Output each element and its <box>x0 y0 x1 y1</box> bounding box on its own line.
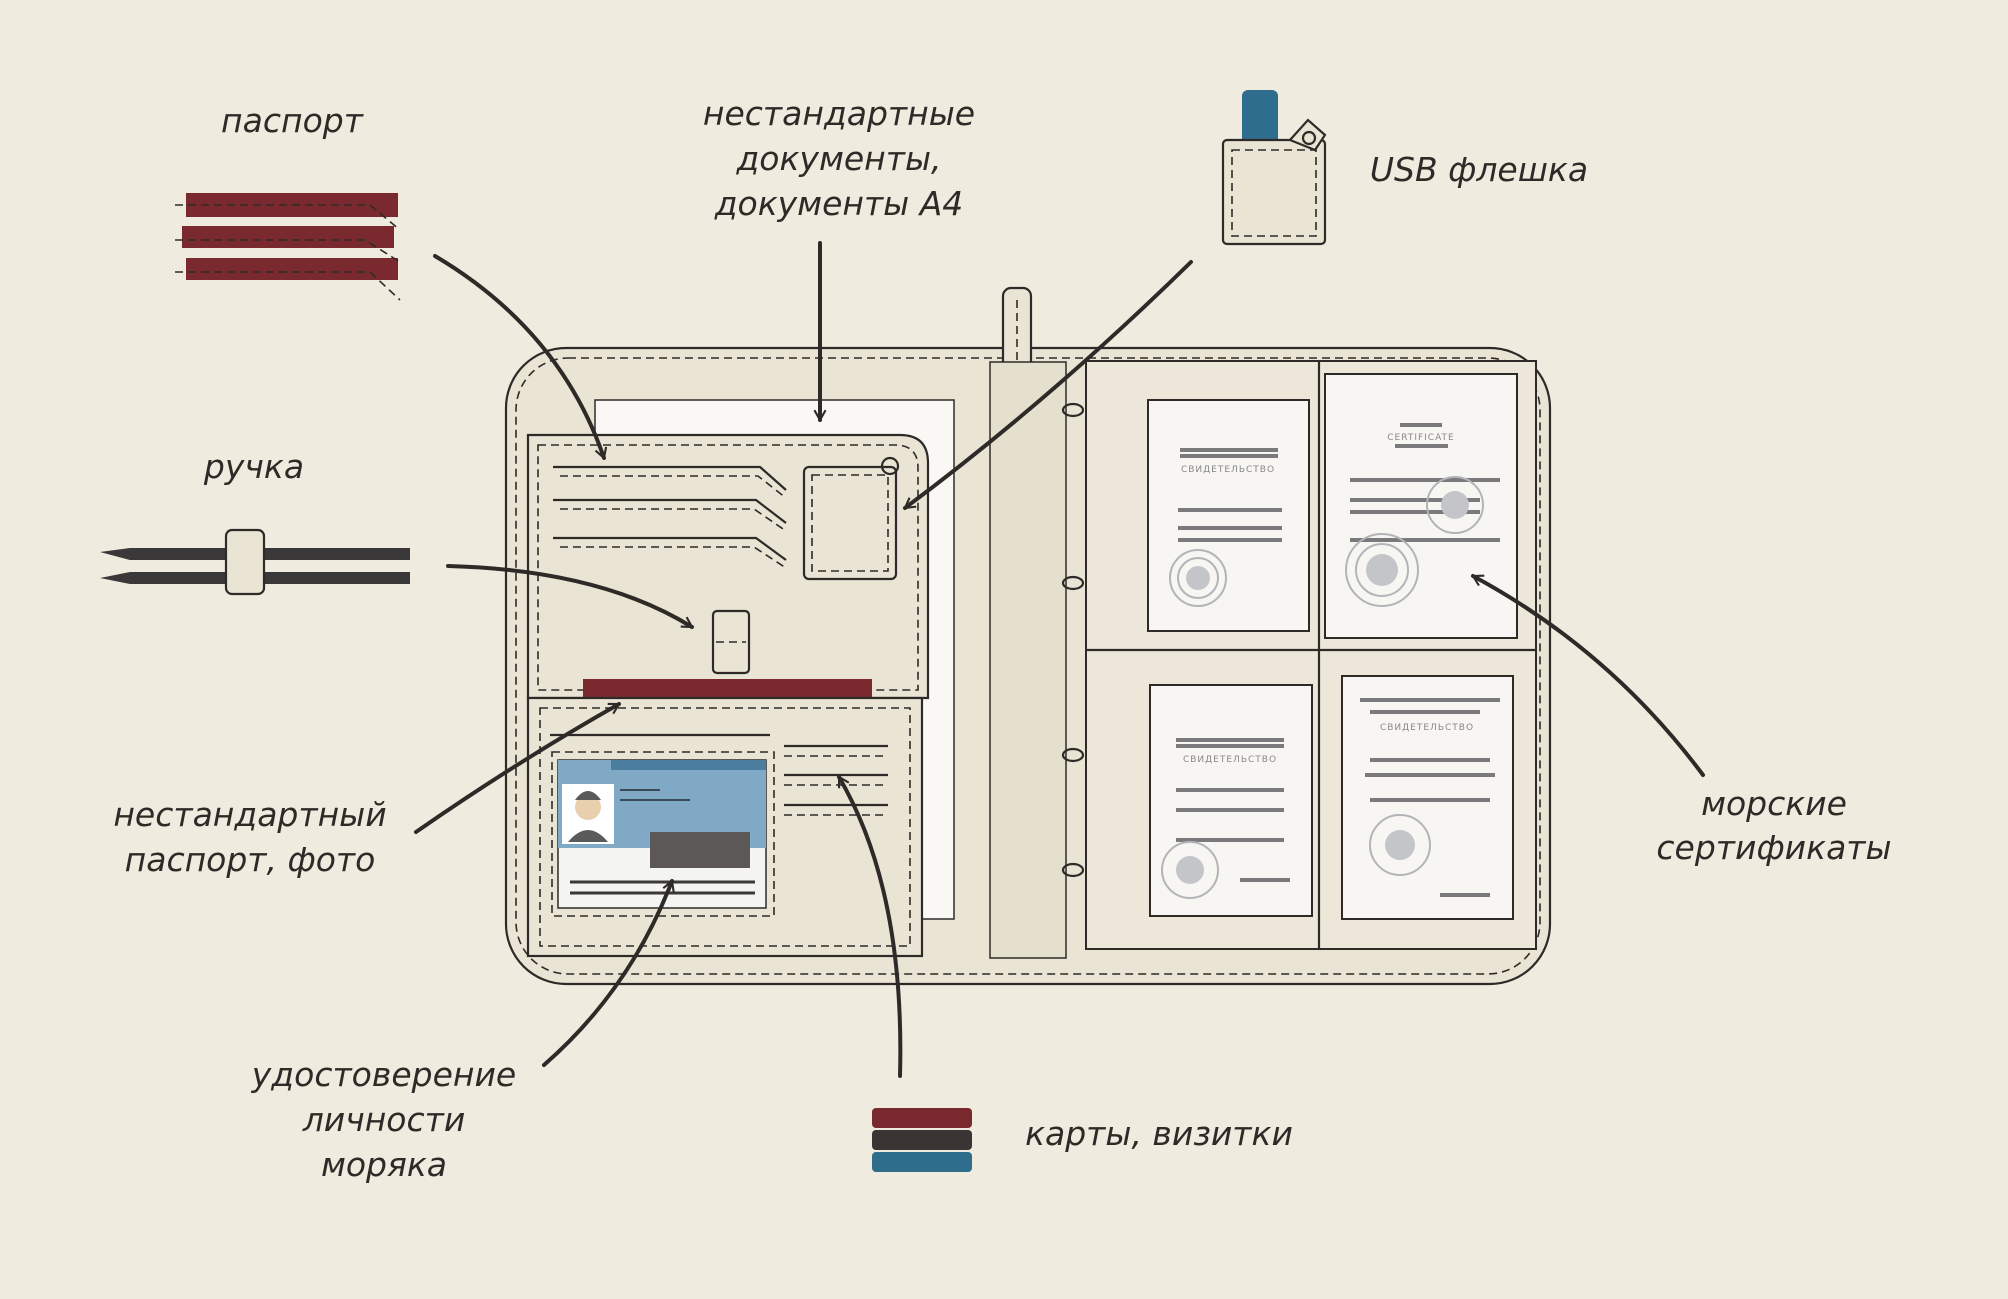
certificate-bottom-right: СВИДЕТЕЛЬСТВО <box>1341 675 1514 920</box>
arrows <box>414 241 1705 1078</box>
label-seaman-id-2: личности <box>302 1100 466 1139</box>
label-pen: ручка <box>203 447 304 486</box>
certificate-bottom-left: СВИДЕТЕЛЬСТВО <box>1149 684 1313 917</box>
label-photo-passport-1: нестандартный <box>113 795 386 834</box>
arrow-photo-passport <box>414 702 621 834</box>
label-certificates-1: морские <box>1701 784 1847 823</box>
label-photo-passport-2: паспорт, фото <box>125 840 376 879</box>
certificate-top-left: СВИДЕТЕЛЬСТВО <box>1147 399 1310 632</box>
certificate-title: CERTIFICATE <box>1387 433 1454 443</box>
label-cards: карты, визитки <box>1025 1114 1293 1153</box>
label-usb: USB флешка <box>1370 150 1588 189</box>
arrow-cards <box>837 775 903 1078</box>
label-documents-2: документы, <box>735 139 941 178</box>
arrow-pen <box>446 564 694 629</box>
label-seaman-id-3: моряка <box>321 1145 447 1184</box>
usb-pocket <box>802 465 898 581</box>
certificate-title: СВИДЕТЕЛЬСТВО <box>1183 755 1277 765</box>
label-seaman-id-1: удостоверение <box>251 1055 516 1094</box>
pen-icon <box>100 528 410 596</box>
folder: СВИДЕТЕЛЬСТВО CERTIFICATE СВИДЕТЕЛЬСТВО <box>504 286 1552 986</box>
label-documents-3: документы А4 <box>714 184 964 223</box>
cards-icon <box>872 1108 972 1172</box>
passport-icon <box>175 193 401 301</box>
binder-rings <box>1061 402 1085 878</box>
certificate-title: СВИДЕТЕЛЬСТВО <box>1380 723 1474 733</box>
label-certificates-2: сертификаты <box>1656 828 1891 867</box>
arrow-seaman-id <box>542 879 675 1067</box>
arrow-usb <box>903 260 1193 510</box>
certificate-title: СВИДЕТЕЛЬСТВО <box>1181 465 1275 475</box>
arrow-passport <box>433 254 608 461</box>
label-documents-1: нестандартные <box>703 94 975 133</box>
seaman-id-card <box>551 751 775 917</box>
passport-in-pocket <box>583 679 872 699</box>
arrow-certificates <box>1471 574 1705 777</box>
certificate-top-right: CERTIFICATE <box>1324 373 1518 639</box>
usb-flash-icon <box>1221 90 1327 246</box>
label-passport: паспорт <box>221 101 365 140</box>
